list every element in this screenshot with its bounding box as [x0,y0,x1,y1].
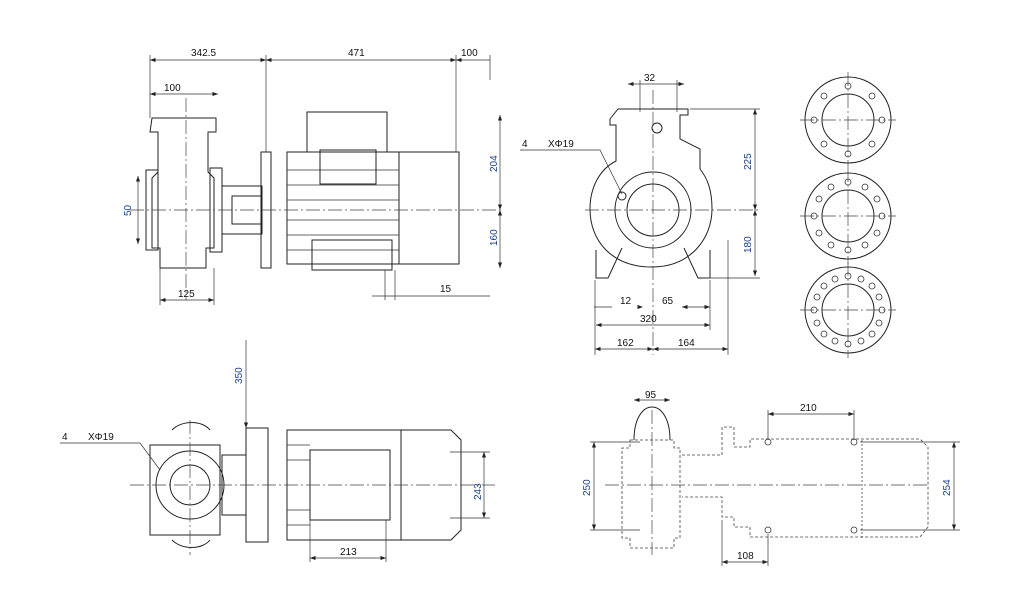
dim-164: 164 [678,338,695,349]
dim-15: 15 [440,284,452,295]
dim-160: 160 [489,229,500,246]
dim-254: 254 [942,479,953,496]
dim-210: 210 [800,403,817,414]
dim-243: 243 [473,483,484,500]
dim-100-flange: 100 [164,83,181,94]
base-view: 95 210 250 254 108 [582,390,960,566]
dim-65: 65 [662,296,674,307]
dim-95: 95 [645,390,657,401]
top-view: 350 4 XΦ19 243 213 [60,340,495,562]
dim-204: 204 [489,155,500,172]
dim-100-top: 100 [461,48,478,59]
dim-180: 180 [743,236,754,253]
dim-320: 320 [640,314,657,325]
holes-dia: XΦ19 [548,139,574,150]
dim-50: 50 [123,204,134,216]
dim-108: 108 [737,551,754,562]
dim-342-5: 342.5 [191,48,216,59]
dim-350: 350 [234,367,245,384]
dimension-lines [135,55,503,305]
top-holes-qty: 4 [62,432,68,443]
dim-225: 225 [743,153,754,170]
dim-471: 471 [348,48,365,59]
front-view: 4 XΦ19 32 225 180 12 65 320 162 164 [520,73,760,355]
dim-162: 162 [617,338,634,349]
dim-12: 12 [620,296,632,307]
dim-32: 32 [644,73,656,84]
dim-250: 250 [582,479,593,496]
side-view: 342.5 471 100 100 50 125 204 160 15 [123,48,503,305]
flange-8-holes [800,72,896,168]
dim-213: 213 [340,547,357,558]
top-holes-dia: XΦ19 [88,432,114,443]
flange-variants [800,72,896,358]
flange-12-holes [800,168,896,264]
flange-16-holes [800,262,896,358]
dim-125: 125 [178,289,195,300]
holes-qty: 4 [522,139,528,150]
